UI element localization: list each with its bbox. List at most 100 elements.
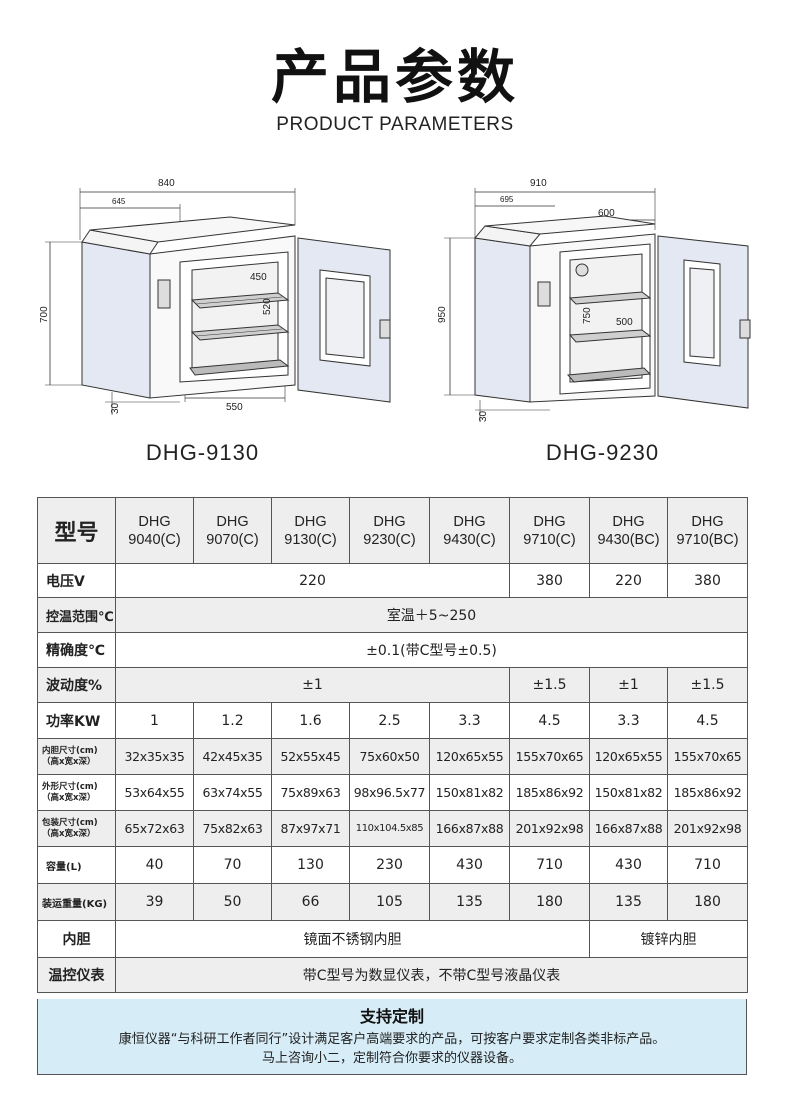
row-label-inner-size: 内胆尺寸(cm)（高x宽x深） xyxy=(37,738,116,775)
cell-controller: 带C型号为数显仪表，不带C型号液晶仪表 xyxy=(115,957,748,993)
dim-total-width: 910 xyxy=(530,178,547,189)
cell-capacity: 710 xyxy=(667,846,748,884)
cell-power: 4.5 xyxy=(667,702,748,739)
cell-package-size: 201x92x98 xyxy=(509,810,590,847)
dim-inner-top: 600 xyxy=(598,208,615,219)
cell-voltage: 220 xyxy=(115,563,510,598)
dim-feet: 30 xyxy=(478,410,489,422)
row-label-voltage: 电压V xyxy=(37,563,116,598)
cell-package-size: 75x82x63 xyxy=(193,810,272,847)
cell-outer-size: 53x64x55 xyxy=(115,774,194,811)
cell-inner-size: 52x55x45 xyxy=(271,738,350,775)
row-label-controller: 温控仪表 xyxy=(37,957,116,993)
cell-power: 2.5 xyxy=(349,702,430,739)
cell-liner: 镀锌内胆 xyxy=(589,920,748,958)
table-row-liner: 内胆 镜面不锈钢内胆 镀锌内胆 xyxy=(37,920,748,958)
row-label-capacity: 容量(L) xyxy=(37,846,116,884)
cell-power: 1.2 xyxy=(193,702,272,739)
cell-shipping-weight: 135 xyxy=(589,883,668,921)
row-label-fluctuation: 波动度% xyxy=(37,667,116,703)
page-title: 产品参数 xyxy=(270,43,519,111)
table-row-voltage: 电压V 220 380 220 380 xyxy=(37,563,748,598)
dim-body-width: 645 xyxy=(112,197,126,206)
cell-shipping-weight: 39 xyxy=(115,883,194,921)
cell-inner-size: 120x65x55 xyxy=(589,738,668,775)
dim-height: 950 xyxy=(437,306,448,323)
cell-package-size: 166x87x88 xyxy=(589,810,668,847)
cell-power: 3.3 xyxy=(589,702,668,739)
cell-capacity: 40 xyxy=(115,846,194,884)
cell-temp-range: 室温＋5~250 xyxy=(115,597,748,633)
customization-title: 支持定制 xyxy=(359,1007,424,1026)
cell-capacity: 430 xyxy=(589,846,668,884)
cell-capacity: 230 xyxy=(349,846,430,884)
model-label-9230: DHG-9230 xyxy=(545,440,660,465)
row-label-package-size: 包装尺寸(cm)（高x宽x深） xyxy=(37,810,116,847)
cell-package-size: 201x92x98 xyxy=(667,810,748,847)
cell-capacity: 430 xyxy=(429,846,510,884)
cell-shipping-weight: 135 xyxy=(429,883,510,921)
table-row-power: 功率KW 1 1.2 1.6 2.5 3.3 4.5 3.3 4.5 xyxy=(37,702,748,739)
cell-power: 1.6 xyxy=(271,702,350,739)
cell-inner-size: 120x65x55 xyxy=(429,738,510,775)
cell-outer-size: 150x81x82 xyxy=(429,774,510,811)
dim-shelf-depth: 450 xyxy=(250,272,267,283)
cell-capacity: 70 xyxy=(193,846,272,884)
cell-package-size: 110x104.5x85 xyxy=(349,810,430,847)
cell-accuracy: ±0.1(带C型号±0.5) xyxy=(115,632,748,668)
customization-banner: 支持定制 康恒仪器“与科研工作者同行”设计满足客户高端要求的产品，可按客户要求定… xyxy=(37,999,747,1075)
cell-package-size: 166x87x88 xyxy=(429,810,510,847)
cell-outer-size: 150x81x82 xyxy=(589,774,668,811)
cell-shipping-weight: 50 xyxy=(193,883,272,921)
row-label-temp-range: 控温范围℃ xyxy=(37,597,116,633)
row-label-accuracy: 精确度℃ xyxy=(37,632,116,668)
table-row-fluctuation: 波动度% ±1 ±1.5 ±1 ±1.5 xyxy=(37,667,748,703)
cell-package-size: 65x72x63 xyxy=(115,810,194,847)
cell-outer-size: 98x96.5x77 xyxy=(349,774,430,811)
cell-fluctuation: ±1 xyxy=(589,667,668,703)
cell-power: 4.5 xyxy=(509,702,590,739)
table-row-package-size: 包装尺寸(cm)（高x宽x深） 65x72x63 75x82x63 87x97x… xyxy=(37,810,748,847)
cell-voltage: 220 xyxy=(589,563,668,598)
cell-shipping-weight: 66 xyxy=(271,883,350,921)
dim-feet: 30 xyxy=(110,402,121,414)
oven-drawing-9230: 910 695 600 950 750 500 30 xyxy=(437,178,751,422)
cell-fluctuation: ±1.5 xyxy=(667,667,748,703)
table-row-outer-size: 外形尺寸(cm)（高x宽x深） 53x64x55 63x74x55 75x89x… xyxy=(37,774,748,811)
cell-outer-size: 185x86x92 xyxy=(509,774,590,811)
row-label-model: 型号 xyxy=(37,497,116,564)
cell-inner-size: 155x70x65 xyxy=(509,738,590,775)
table-row-inner-size: 内胆尺寸(cm)（高x宽x深） 32x35x35 42x45x35 52x55x… xyxy=(37,738,748,775)
dim-height: 700 xyxy=(39,306,50,323)
customization-text: 康恒仪器“与科研工作者同行”设计满足客户高端要求的产品，可按客户要求定制各类非标… xyxy=(118,1032,666,1047)
cell-voltage: 380 xyxy=(509,563,590,598)
cell-inner-size: 42x45x35 xyxy=(193,738,272,775)
cell-fluctuation: ±1 xyxy=(115,667,510,703)
cell-shipping-weight: 180 xyxy=(667,883,748,921)
customization-text: 马上咨询小二，定制符合你要求的仪器设备。 xyxy=(261,1051,522,1066)
row-label-outer-size: 外形尺寸(cm)（高x宽x深） xyxy=(37,774,116,811)
table-row-controller: 温控仪表 带C型号为数显仪表，不带C型号液晶仪表 xyxy=(37,957,748,993)
dim-inner-height: 750 xyxy=(582,307,593,324)
row-label-shipping-weight: 装运重量(KG) xyxy=(37,883,116,921)
page-subtitle: PRODUCT PARAMETERS xyxy=(276,114,514,135)
cell-shipping-weight: 105 xyxy=(349,883,430,921)
row-label-liner: 内胆 xyxy=(37,920,116,958)
cell-power: 1 xyxy=(115,702,194,739)
cell-capacity: 710 xyxy=(509,846,590,884)
oven-drawing-9130: 840 645 700 550 520 450 30 xyxy=(39,178,391,415)
cell-inner-size: 155x70x65 xyxy=(667,738,748,775)
table-row-accuracy: 精确度℃ ±0.1(带C型号±0.5) xyxy=(37,632,748,668)
dim-shelf-depth: 500 xyxy=(616,317,633,328)
table-row-capacity: 容量(L) 40 70 130 230 430 710 430 710 xyxy=(37,846,748,884)
cell-capacity: 130 xyxy=(271,846,350,884)
